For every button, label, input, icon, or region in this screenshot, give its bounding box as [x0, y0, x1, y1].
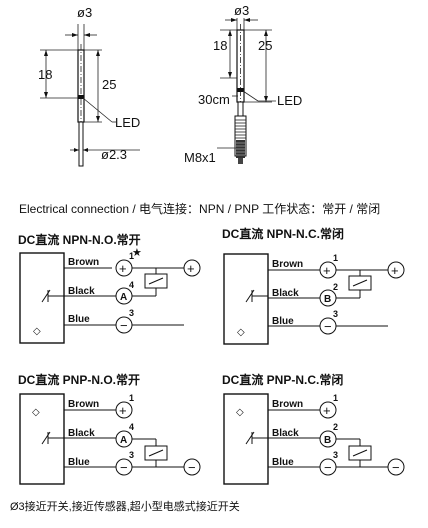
- plus-terminal: +: [119, 403, 127, 418]
- wire-brown-label: Brown: [272, 259, 303, 270]
- left-cable: [78, 121, 84, 167]
- plus-terminal: +: [119, 261, 127, 276]
- output-terminal: B: [324, 435, 331, 446]
- right-sensor-drawing: ø3 18 25 LED 30cm: [184, 3, 302, 165]
- minus-terminal: −: [324, 460, 332, 475]
- supply-minus: −: [188, 460, 196, 475]
- right-dim-25: 25: [258, 38, 272, 53]
- wire-brown-label: Brown: [68, 257, 99, 268]
- diagram-npn-nc: DC直流 NPN-N.C.常闭 ◇ Brown Black Blue + 1 B…: [222, 226, 405, 345]
- pin-label: 1: [129, 251, 134, 261]
- wire-brown-label: Brown: [272, 399, 303, 410]
- m8-connector: [234, 115, 247, 164]
- sensor-box: [19, 252, 65, 344]
- connection-header: Electrical connection / 电气连接：NPN / PNP 工…: [19, 201, 380, 216]
- right-dim-30cm: 30cm: [198, 92, 230, 107]
- right-led-label: LED: [277, 93, 302, 108]
- diagram-pnp-no: DC直流 PNP-N.O.常开 ◇ Brown Black Blue + 1 A…: [18, 372, 201, 485]
- wire-black-label: Black: [68, 428, 95, 439]
- pin-label: 4: [129, 422, 134, 432]
- diamond-icon: ◇: [236, 407, 244, 418]
- wire-blue-label: Blue: [272, 457, 294, 468]
- wire-black-label: Black: [272, 288, 299, 299]
- wire-brown-label: Brown: [68, 399, 99, 410]
- left-dim-cable: ø2.3: [101, 147, 127, 162]
- output-terminal: A: [120, 292, 127, 303]
- pin-label: 2: [333, 422, 338, 432]
- diamond-icon: ◇: [237, 327, 245, 338]
- pin-label: 4: [129, 280, 134, 290]
- wire-black-label: Black: [272, 428, 299, 439]
- diagram-title: DC直流 NPN-N.C.常闭: [222, 226, 344, 241]
- output-terminal: B: [324, 294, 331, 305]
- left-sensor-drawing: ø3 18 25 LED ø2.3: [38, 5, 140, 167]
- diagram-title: DC直流 PNP-N.C.常闭: [222, 372, 343, 387]
- diagram-npn-no: DC直流 NPN-N.O.常开 ★ ◇ Brown Black Blue + 1…: [18, 232, 201, 344]
- right-dim-18: 18: [213, 38, 227, 53]
- output-terminal: A: [120, 435, 127, 446]
- supply-plus: +: [187, 261, 195, 276]
- pin-label: 1: [333, 393, 338, 403]
- supply-plus: +: [391, 263, 399, 278]
- pin-label: 3: [129, 450, 134, 460]
- sensor-box: [223, 393, 269, 485]
- sensor-box: [223, 253, 269, 345]
- supply-minus: −: [392, 460, 400, 475]
- diamond-icon: ◇: [32, 407, 40, 418]
- pin-label: 3: [129, 308, 134, 318]
- diagram-pnp-nc: DC直流 PNP-N.C.常闭 ◇ Brown Black Blue + 1 B…: [222, 372, 405, 485]
- sensor-box: [19, 393, 65, 485]
- right-dim-connector: M8x1: [184, 150, 216, 165]
- pin-label: 3: [333, 450, 338, 460]
- minus-terminal: −: [324, 319, 332, 334]
- diagram-title: DC直流 NPN-N.O.常开: [18, 232, 141, 247]
- left-dim-18: 18: [38, 67, 52, 82]
- plus-terminal: +: [323, 403, 331, 418]
- diamond-icon: ◇: [33, 326, 41, 337]
- pin-label: 2: [333, 282, 338, 292]
- footer-caption: Ø3接近开关,接近传感器,超小型电感式接近开关: [10, 499, 240, 513]
- pin-label: 1: [129, 393, 134, 403]
- wire-blue-label: Blue: [272, 316, 294, 327]
- pin-label: 1: [333, 253, 338, 263]
- pin-label: 3: [333, 309, 338, 319]
- minus-terminal: −: [120, 460, 128, 475]
- left-dim-25: 25: [102, 77, 116, 92]
- marker-star: ★: [132, 247, 142, 259]
- wire-black-label: Black: [68, 286, 95, 297]
- plus-terminal: +: [323, 263, 331, 278]
- minus-terminal: −: [120, 318, 128, 333]
- left-led-label: LED: [115, 115, 140, 130]
- wire-blue-label: Blue: [68, 457, 90, 468]
- wire-blue-label: Blue: [68, 314, 90, 325]
- right-dim-diameter: ø3: [234, 3, 249, 18]
- diagram-title: DC直流 PNP-N.O.常开: [18, 372, 140, 387]
- left-dim-diameter: ø3: [77, 5, 92, 20]
